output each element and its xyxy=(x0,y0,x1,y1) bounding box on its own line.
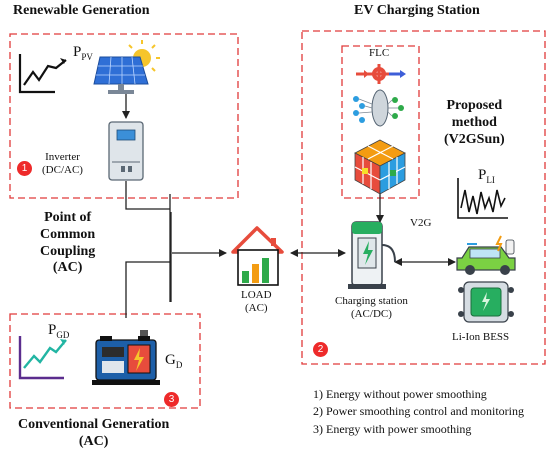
bess-label: Li-Ion BESS xyxy=(452,331,510,343)
marker-1: 1 xyxy=(17,161,32,176)
inverter-icon xyxy=(108,121,144,181)
ev-station-title: EV Charging Station xyxy=(354,3,480,18)
neural-network-icon xyxy=(353,89,404,127)
rising-trend-chart-icon xyxy=(18,54,67,94)
pcc-label: Point of Common Coupling (AC) xyxy=(40,210,96,276)
ev-charger-icon xyxy=(348,221,396,289)
charging-station-label: Charging station (AC/DC) xyxy=(335,295,408,320)
inverter-label: Inverter (DC/AC) xyxy=(42,151,83,176)
connection-lines xyxy=(122,91,456,318)
pli-label: PLI xyxy=(478,167,495,185)
pgd-label: PGD xyxy=(48,322,70,340)
diesel-generator-icon xyxy=(92,330,160,385)
marker-2: 2 xyxy=(313,342,328,357)
rising-trend-chart-icon-gd xyxy=(18,336,67,380)
legend-item-2: 2) Power smoothing control and monitorin… xyxy=(313,404,524,419)
battery-pack-icon xyxy=(458,281,514,323)
marker-3: 3 xyxy=(164,392,179,407)
gd-label: GD xyxy=(165,352,183,370)
proposed-method-label: Proposed method (V2GSun) xyxy=(444,98,505,147)
house-load-icon xyxy=(231,226,284,286)
conventional-title: Conventional Generation (AC) xyxy=(18,417,170,449)
rubik-cube-icon xyxy=(354,139,406,195)
renewable-title: Renewable Generation xyxy=(13,3,150,18)
fuzzy-gear-icon xyxy=(356,64,406,84)
v2g-label: V2G xyxy=(410,217,432,229)
renewable-dashed-box xyxy=(9,33,239,199)
load-label: LOAD (AC) xyxy=(241,289,272,314)
conventional-dashed-box xyxy=(9,313,201,409)
legend: 1) Energy without power smoothing 2) Pow… xyxy=(313,386,524,438)
legend-item-1: 1) Energy without power smoothing xyxy=(313,387,487,401)
flc-label: FLC xyxy=(369,47,390,59)
fluctuating-signal-icon xyxy=(457,178,508,219)
electric-car-icon xyxy=(456,235,516,275)
solar-panel-icon xyxy=(93,40,160,94)
legend-item-3: 3) Energy with power smoothing xyxy=(313,421,472,436)
ev-station-dashed-box xyxy=(301,30,546,365)
ppv-label: PPV xyxy=(73,44,93,62)
